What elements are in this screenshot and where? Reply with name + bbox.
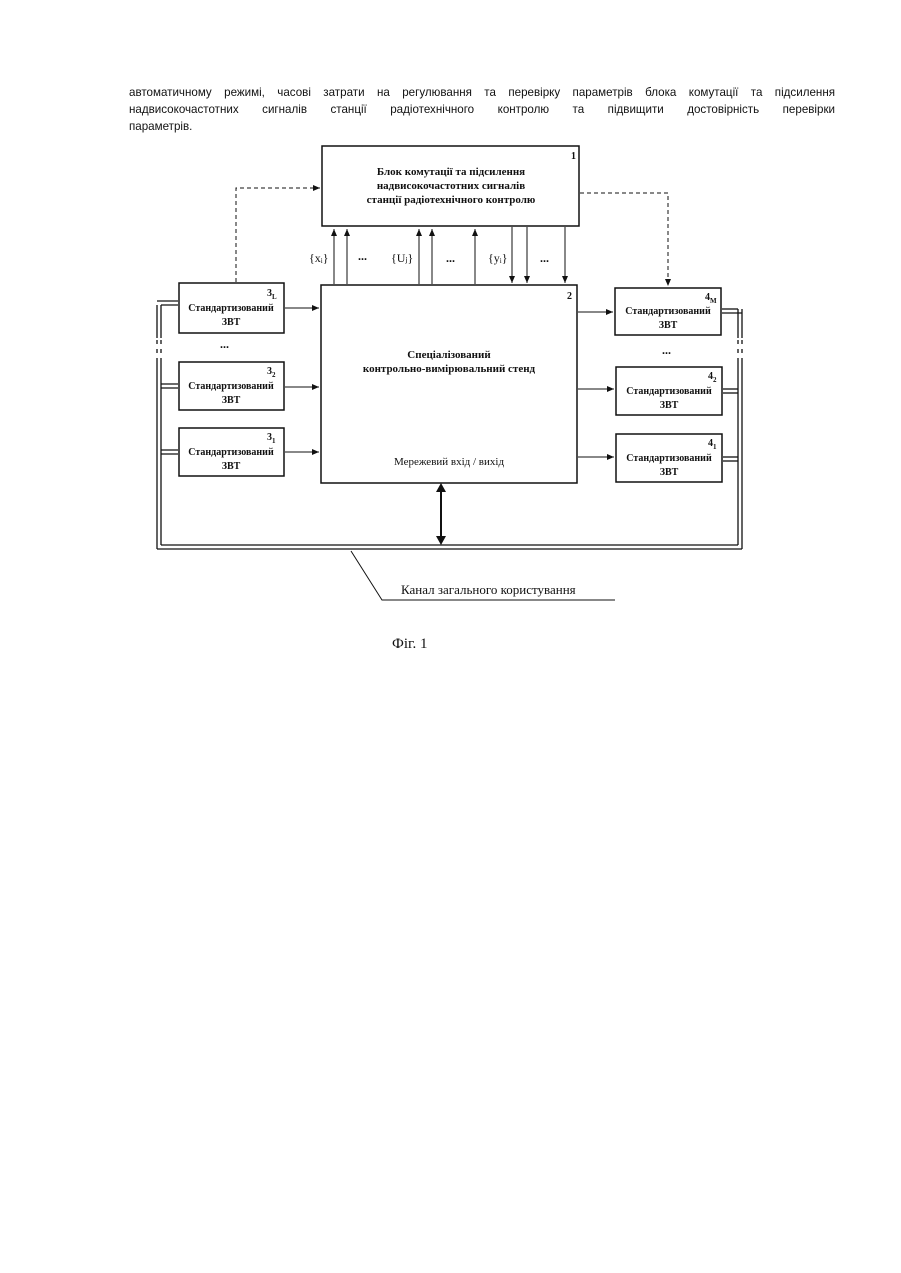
left-block-31-line-2: ЗВТ (222, 461, 241, 472)
common-channel-bus (157, 301, 742, 549)
block-2-line-2: контрольно-вимірювальний стенд (363, 363, 536, 375)
right-block-4M-line-1: Стандартизований (625, 306, 711, 317)
block-2-line-1: Спеціалізований (407, 349, 491, 361)
right-block-4M-num: 4M (705, 292, 717, 305)
right-block-42-num: 42 (708, 371, 717, 384)
channel-label: Канал загального користування (401, 582, 576, 597)
left-block-31-line-1: Стандартизований (188, 447, 274, 458)
left-arrows (285, 308, 319, 452)
block-1-line-3: станції радіотехнічного контролю (367, 194, 536, 206)
signal-u-label: {Uⱼ} (391, 251, 413, 265)
right-block-42: 42 Стандартизований ЗВТ (616, 367, 722, 415)
block-2-box (321, 285, 577, 483)
right-block-41-line-2: ЗВТ (660, 467, 679, 478)
signal-ellipsis-1: ... (358, 249, 367, 263)
signal-x-label: {xᵢ} (309, 251, 328, 265)
right-block-4M: 4M Стандартизований ЗВТ (615, 288, 721, 335)
right-block-42-line-1: Стандартизований (626, 386, 712, 397)
right-ellipsis: ... (662, 343, 671, 357)
signal-ellipsis-3: ... (540, 251, 549, 265)
right-block-41: 41 Стандартизований ЗВТ (616, 434, 722, 482)
left-block-32-line-1: Стандартизований (188, 381, 274, 392)
left-ellipsis: ... (220, 337, 229, 351)
right-block-4M-line-2: ЗВТ (659, 320, 678, 331)
right-arrows (578, 312, 614, 457)
signal-ellipsis-2: ... (446, 251, 455, 265)
left-block-3L: 3L Стандартизований ЗВТ (179, 283, 284, 333)
block-1-line-1: Блок комутації та підсилення (377, 166, 525, 178)
left-block-3L-line-2: ЗВТ (222, 317, 241, 328)
network-bidirectional-arrow (436, 483, 446, 545)
figure-caption: Фіг. 1 (392, 636, 427, 653)
block-1-line-2: надвисокочастотних сигналів (377, 180, 525, 192)
block-1-number: 1 (571, 151, 576, 162)
network-io-label: Мережевий вхід / вихід (394, 456, 504, 468)
left-block-3L-num: 3L (267, 288, 277, 301)
left-block-32-line-2: ЗВТ (222, 395, 241, 406)
left-block-31-num: 31 (267, 432, 276, 445)
left-block-32: 32 Стандартизований ЗВТ (179, 362, 284, 410)
block-2-number: 2 (567, 291, 572, 302)
right-block-42-line-2: ЗВТ (660, 400, 679, 411)
left-block-3L-line-1: Стандартизований (188, 303, 274, 314)
left-block-31: 31 Стандартизований ЗВТ (179, 428, 284, 476)
left-block-32-num: 32 (267, 366, 276, 379)
right-block-41-line-1: Стандартизований (626, 453, 712, 464)
signal-y-label: {yᵢ} (488, 251, 507, 265)
right-block-41-num: 41 (708, 438, 717, 451)
